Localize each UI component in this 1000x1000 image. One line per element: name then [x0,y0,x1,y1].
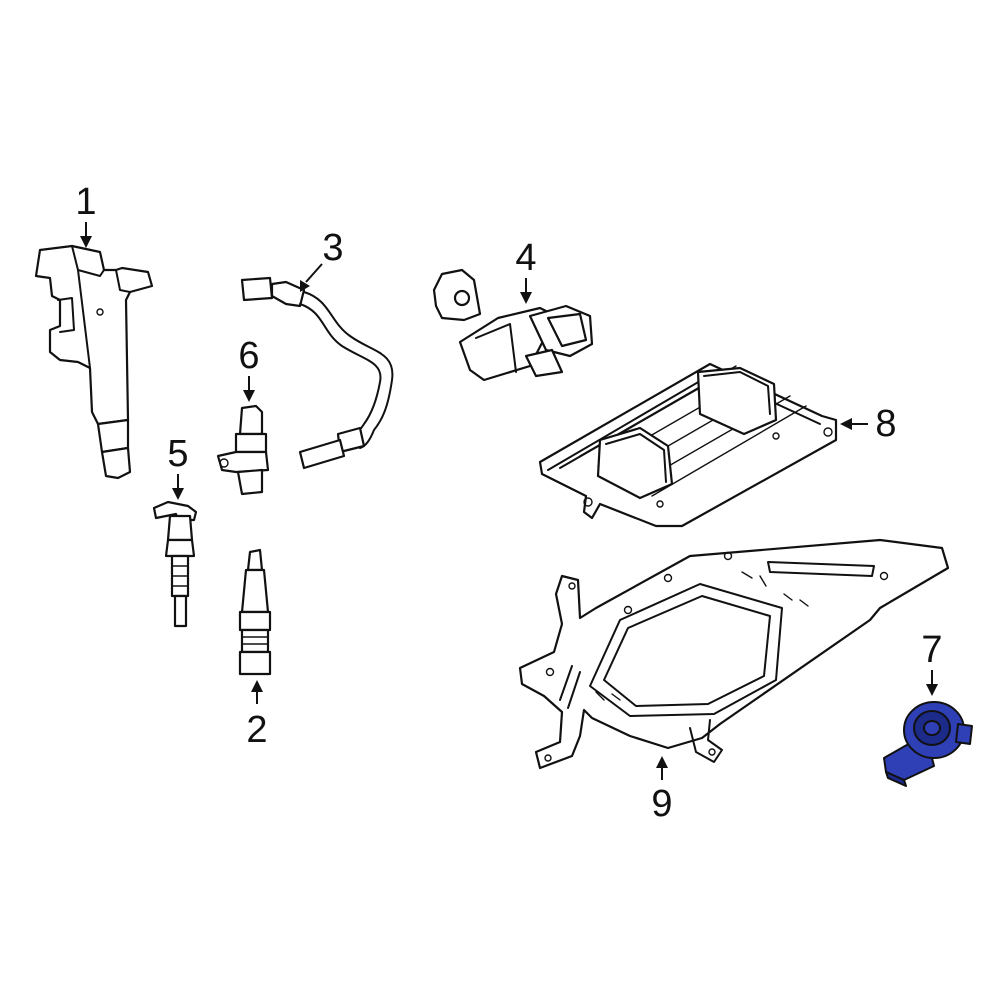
callout-5-label: 5 [167,433,188,475]
module-bracket-icon[interactable] [518,538,950,770]
callout-3: 3 [300,227,344,292]
sensor-bracket-icon[interactable] [432,268,594,382]
callout-6-label: 6 [238,335,259,377]
callout-4-label: 4 [515,237,536,279]
callout-3-label: 3 [322,227,343,269]
fuel-injector-icon[interactable] [152,500,198,628]
callout-9: 9 [651,756,673,825]
position-sensor-icon[interactable] [216,404,270,496]
knock-sensor-icon[interactable] [883,701,973,787]
callout-7-label: 7 [921,629,942,671]
callout-2-label: 2 [246,709,267,751]
callout-6: 6 [238,335,260,402]
engine-control-module-icon[interactable] [538,362,838,528]
callout-8: 8 [840,403,897,445]
spark-plug-icon[interactable] [238,548,272,676]
callout-1-label: 1 [75,181,96,223]
callout-9-label: 9 [651,783,672,825]
callout-2: 2 [246,680,268,751]
oxygen-sensor-icon[interactable] [240,276,394,470]
callout-1: 1 [75,181,97,248]
ignition-coil-icon[interactable] [34,244,154,480]
callout-5: 5 [167,433,189,500]
callout-7: 7 [921,629,943,696]
callout-4: 4 [515,237,537,304]
callout-8-label: 8 [875,403,896,445]
